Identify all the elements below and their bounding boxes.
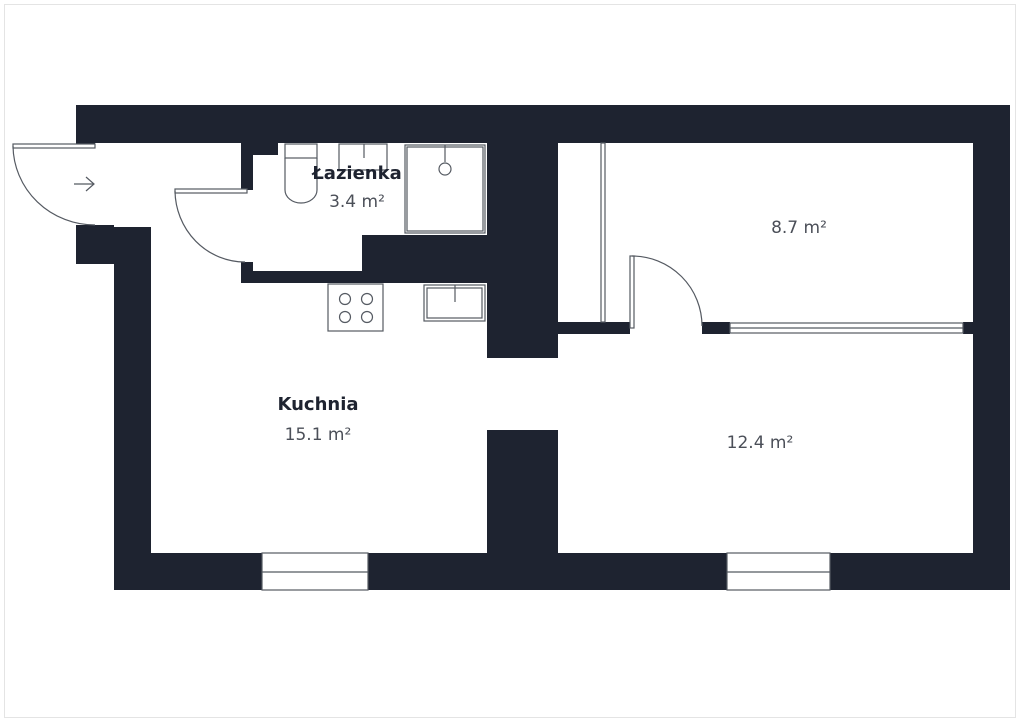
wall-partition-mid <box>702 322 730 334</box>
wall-bottom <box>114 553 1010 590</box>
wall-partition-right <box>963 322 973 334</box>
door-bath-swing <box>174 190 246 263</box>
kitchen-sink-icon <box>423 284 486 322</box>
door-bath-leaf <box>174 188 248 194</box>
walls <box>76 105 1010 590</box>
room-area-small-room: 8.7 m² <box>771 218 827 238</box>
room-area-bathroom: 3.4 m² <box>329 192 385 212</box>
wall-bath-notch <box>253 143 278 155</box>
wall-partition-left <box>558 322 630 334</box>
wall-top <box>76 105 1010 143</box>
toilet-icon <box>284 143 318 204</box>
wall-left <box>114 227 151 590</box>
door-room-leaf <box>629 255 635 329</box>
room-labels: Łazienka 3.4 m² Kuchnia 15.1 m² 8.7 m² 1… <box>277 163 826 453</box>
door-entry-swing <box>12 145 96 226</box>
wall-bath-shower-base <box>362 235 487 283</box>
stove-icon <box>327 283 384 332</box>
doors <box>12 143 703 329</box>
room-name-bathroom: Łazienka <box>311 163 402 184</box>
page-frame <box>4 4 1016 718</box>
entrance-arrow-icon <box>74 176 95 192</box>
room-area-kitchen: 15.1 m² <box>285 425 352 445</box>
glass-partition-vertical <box>600 142 606 323</box>
fixtures <box>284 143 486 332</box>
room-name-kitchen: Kuchnia <box>277 394 358 415</box>
bath-sink-icon <box>338 143 388 171</box>
door-entry-leaf <box>12 143 96 149</box>
wall-center-bottom <box>487 430 558 553</box>
windows <box>261 142 964 591</box>
wall-entry-bottom <box>76 225 114 264</box>
shower-icon <box>404 144 486 234</box>
wall-bath-left <box>241 143 253 190</box>
wall-right <box>973 105 1010 590</box>
door-room-swing <box>631 255 703 327</box>
wall-entry-top <box>76 105 95 145</box>
room-area-large-room: 12.4 m² <box>727 433 794 453</box>
wall-center-top <box>487 143 558 358</box>
